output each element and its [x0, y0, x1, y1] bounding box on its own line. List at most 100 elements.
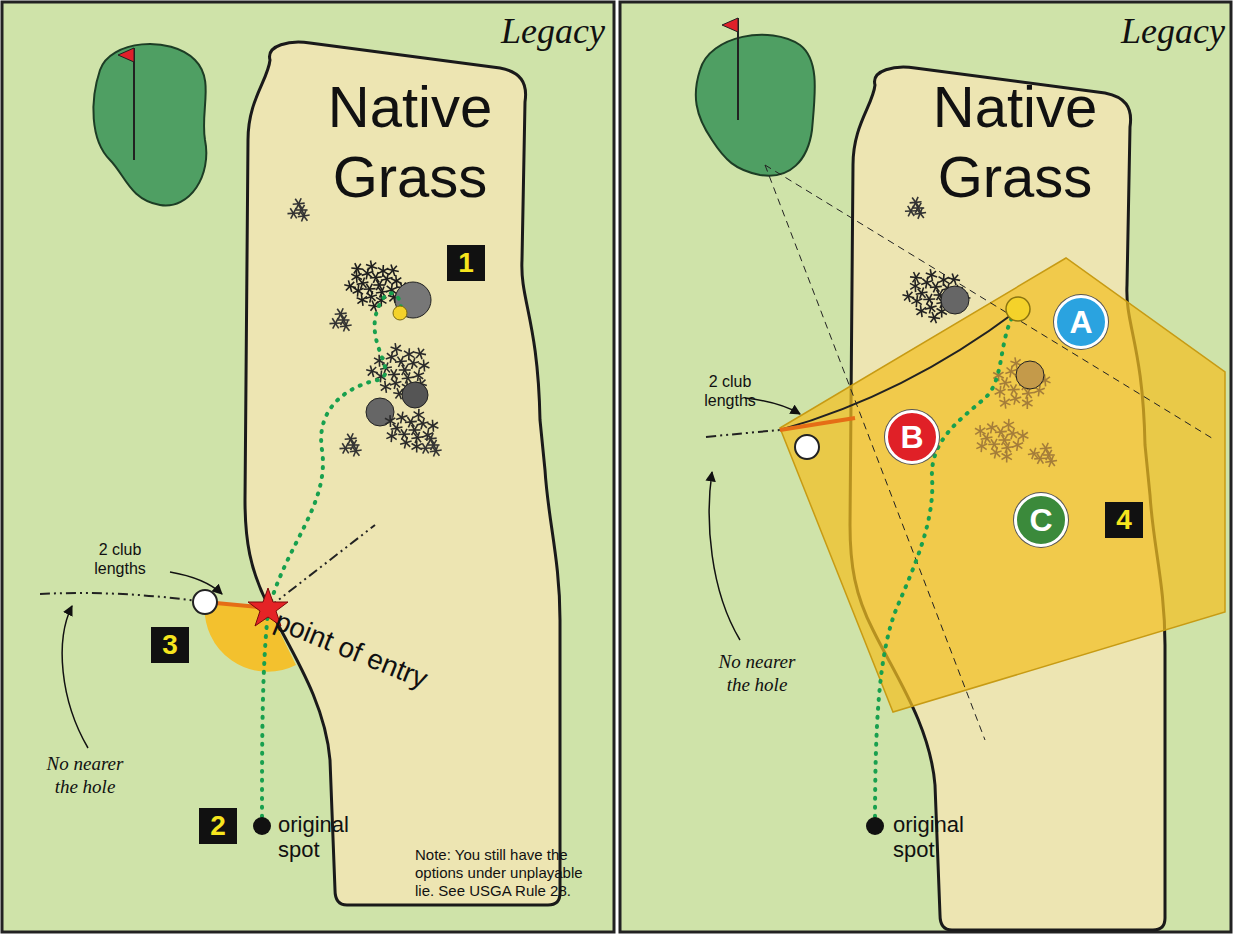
bush-stroke: [351, 439, 354, 444]
bush-stroke: [353, 451, 355, 457]
tree-crown: [941, 286, 969, 314]
drop-ball: [193, 590, 217, 614]
bush-stroke: [936, 287, 939, 292]
option-letter: A: [1069, 306, 1092, 338]
distance-label: 2 club lengths: [690, 372, 770, 410]
bush-stroke: [916, 277, 922, 279]
course-name: Legacy: [1090, 10, 1225, 52]
bush-stroke: [380, 376, 382, 382]
ball-path: [262, 293, 401, 826]
relief-area: [780, 258, 1225, 712]
green: [93, 44, 206, 205]
bush-stroke: [952, 274, 954, 280]
bush-stroke: [396, 349, 397, 355]
callout-number: 2: [199, 808, 237, 844]
option-letter: C: [1029, 504, 1052, 536]
option-circle: A: [1054, 295, 1108, 349]
callout-number-text: 1: [458, 249, 474, 277]
bush-stroke: [357, 283, 363, 284]
bush-stroke: [992, 426, 998, 428]
rule-label: No nearer the hole: [40, 752, 130, 798]
no-nearer-line: [706, 430, 780, 437]
bush-stroke: [425, 447, 431, 449]
bush-stroke: [979, 425, 981, 431]
bush-stroke: [911, 210, 917, 212]
bush-stroke: [301, 216, 303, 222]
bush-stroke: [1016, 363, 1017, 369]
bush-stroke: [1005, 403, 1011, 405]
leader: [170, 572, 222, 594]
bush-stroke: [1022, 400, 1027, 403]
area-name: Native Grass: [905, 72, 1125, 212]
original-spot: [866, 817, 884, 835]
bush-stroke: [431, 439, 434, 444]
bush-stroke: [411, 422, 414, 427]
bush-stroke: [413, 415, 418, 418]
bush-stroke: [362, 300, 368, 302]
bush-stroke: [927, 281, 933, 283]
bush-stroke: [999, 383, 1005, 384]
two-club-edge: [780, 418, 855, 430]
bush-stroke: [1040, 457, 1046, 459]
bush-stroke: [918, 213, 920, 219]
bush-stroke: [929, 298, 935, 300]
course-name: Legacy: [470, 10, 605, 52]
tree-crown: [402, 382, 428, 408]
bush-stroke: [915, 301, 917, 307]
bush-stroke: [299, 204, 302, 209]
bush-stroke: [1046, 448, 1049, 453]
bush-stroke: [394, 373, 400, 375]
bush-stroke: [1018, 445, 1023, 449]
drop-ball: [795, 435, 819, 459]
callout-number: 3: [151, 627, 189, 663]
trees: [902, 197, 970, 323]
bush-stroke: [366, 370, 372, 371]
bush-stroke: [937, 308, 942, 311]
callout-number: 4: [1105, 502, 1143, 538]
leader: [709, 472, 740, 640]
callout-number-text: 3: [162, 631, 178, 659]
note: Note: You still have the options under u…: [415, 846, 605, 900]
bush-stroke: [378, 355, 380, 361]
bush-stroke: [404, 433, 410, 435]
bush-stroke: [389, 415, 391, 421]
bush-stroke: [386, 387, 392, 389]
bush-stroke: [999, 392, 1001, 398]
bush-stroke: [344, 285, 350, 286]
trees: [287, 198, 441, 456]
bush-stroke: [938, 280, 943, 283]
bush-stroke: [418, 348, 420, 354]
ball: [1006, 297, 1030, 321]
ball: [393, 306, 407, 320]
bush-stroke: [1002, 454, 1007, 457]
flag: [722, 18, 738, 32]
option-circle: B: [885, 410, 939, 464]
flagstick: [133, 48, 135, 160]
bush-stroke: [1015, 393, 1016, 399]
bush-stroke: [1023, 432, 1028, 435]
bush-stroke: [1003, 425, 1008, 428]
ball-path: [875, 312, 1015, 826]
bush-stroke: [1049, 461, 1051, 467]
spot-label: original spot: [893, 812, 993, 862]
bush-stroke: [980, 446, 982, 452]
bush-stroke: [433, 451, 435, 457]
bush-stroke: [914, 280, 916, 286]
bush-stroke: [1011, 369, 1017, 371]
bush-stroke: [996, 447, 997, 453]
callout-number-text: 2: [210, 812, 226, 840]
native-grass-area: [245, 42, 560, 905]
bush-stroke: [916, 293, 922, 294]
leader: [62, 606, 88, 748]
bush-stroke: [424, 362, 429, 365]
bush-stroke: [402, 416, 408, 418]
bush-stroke: [389, 297, 393, 301]
bush-stroke: [981, 438, 987, 439]
bush-stroke: [335, 322, 341, 324]
bush-stroke: [341, 314, 344, 319]
bush-stroke: [994, 443, 1000, 445]
bush-stroke: [931, 302, 932, 308]
bush-stroke: [1028, 453, 1034, 454]
